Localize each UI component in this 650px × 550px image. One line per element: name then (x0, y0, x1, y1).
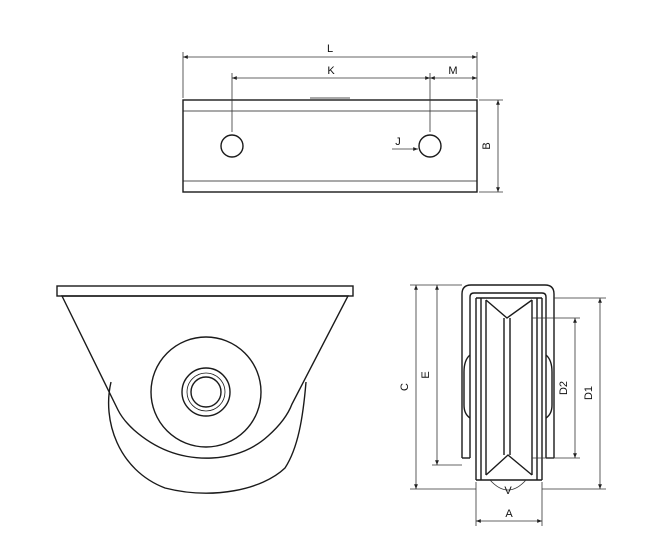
side-wheel (475, 297, 543, 481)
label-D2: D2 (558, 381, 570, 395)
wheel (107, 381, 307, 494)
label-A: A (505, 508, 513, 520)
dimension-K: K (231, 65, 431, 132)
dimension-D1: D1 (542, 297, 606, 490)
dimension-A: A (475, 482, 543, 526)
label-E: E (420, 371, 432, 378)
label-K: K (327, 65, 335, 77)
dimension-L: L (182, 43, 478, 98)
label-M: M (448, 65, 457, 77)
label-L: L (327, 43, 333, 55)
dimension-V: V (489, 479, 527, 497)
top-view: L K M B J (182, 43, 503, 193)
dimension-J: J (392, 136, 418, 151)
side-view: C E D1 D2 V (399, 284, 606, 526)
dimension-M: M (430, 65, 477, 80)
dimension-D2: D2 (532, 317, 580, 459)
top-plate (182, 97, 478, 193)
label-D1: D1 (583, 386, 595, 400)
label-V: V (504, 485, 512, 497)
label-J: J (395, 136, 401, 148)
dimension-E: E (420, 285, 462, 466)
label-C: C (399, 383, 411, 391)
hub (150, 336, 262, 448)
mounting-hole-right (418, 134, 442, 158)
label-B: B (481, 142, 493, 149)
mounting-hole-left (220, 134, 244, 158)
dimension-B: B (479, 99, 503, 193)
bracket (56, 285, 354, 459)
front-view (56, 285, 354, 494)
